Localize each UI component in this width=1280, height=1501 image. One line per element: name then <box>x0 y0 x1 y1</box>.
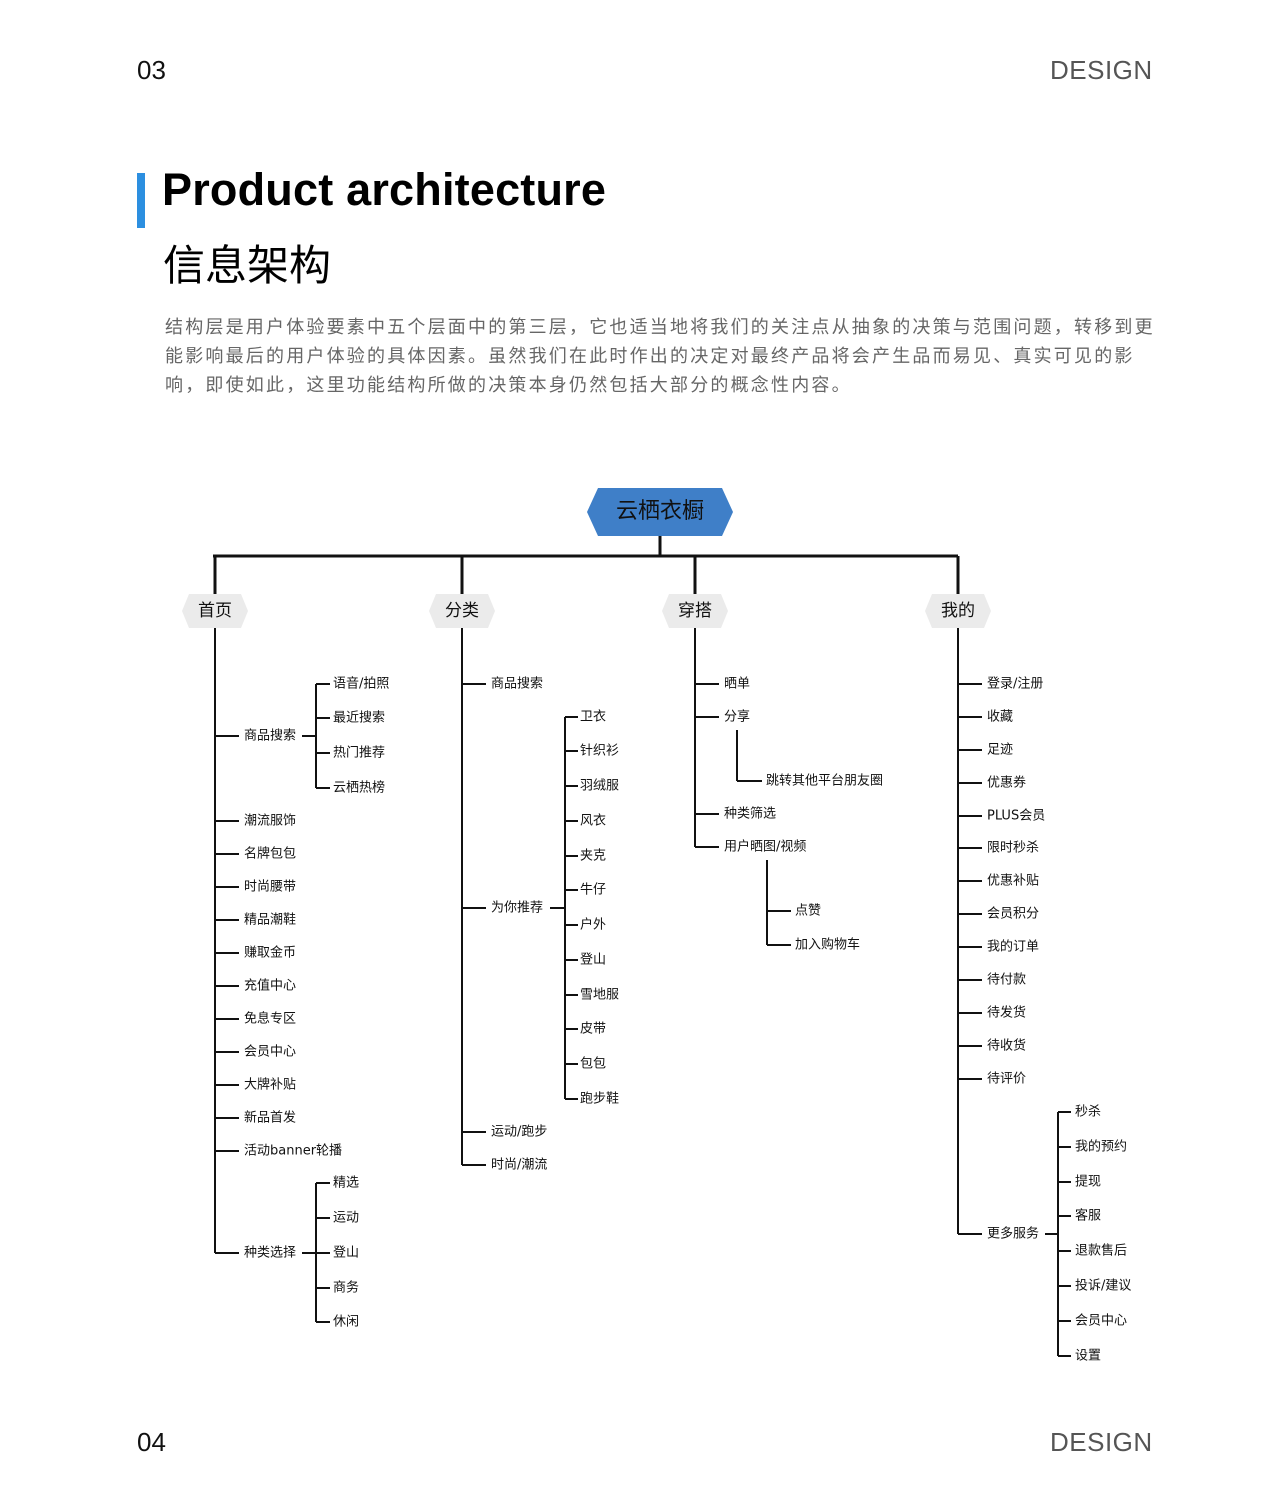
brand-label-bottom: DESIGN <box>1050 1427 1153 1457</box>
tree-node-label: 提现 <box>1075 1174 1101 1190</box>
tree-node-label: 加入购物车 <box>795 937 860 953</box>
section-title-en: Product architecture <box>162 164 607 215</box>
tree-node-label: 风衣 <box>580 813 606 829</box>
tree-node-label: 潮流服饰 <box>244 814 296 829</box>
tree-node-label: 我的订单 <box>987 939 1039 955</box>
tab-node-label: 分类 <box>445 601 479 621</box>
tree-node-label: 会员中心 <box>244 1045 296 1060</box>
tree-node-label: 牛仔 <box>580 883 606 898</box>
tree-node-label: PLUS会员 <box>987 809 1045 824</box>
tree-node-label: 用户晒图/视频 <box>724 839 806 855</box>
tree-node-label: 卫衣 <box>580 709 606 725</box>
tree-node-label: 待评价 <box>987 1072 1026 1087</box>
root-node-label: 云栖衣橱 <box>616 499 704 524</box>
tree-node-label: 跑步鞋 <box>580 1091 619 1107</box>
tree-node-label: 热门推荐 <box>333 746 385 761</box>
root-node <box>587 488 733 536</box>
tree-node-label: 免息专区 <box>244 1011 296 1027</box>
tree-node-label: 会员积分 <box>987 907 1039 922</box>
tree-node-label: 待收货 <box>987 1038 1026 1054</box>
tree-node-label: 种类选择 <box>244 1246 296 1261</box>
tree-node-label: 跳转其他平台朋友圈 <box>766 773 883 789</box>
page-number-bottom: 04 <box>137 1427 166 1457</box>
tree-node-label: 投诉/建议 <box>1075 1278 1131 1294</box>
tree-node-label: 待付款 <box>987 973 1026 988</box>
tree-node-label: 休闲 <box>333 1315 359 1330</box>
tree-node-label: 时尚/潮流 <box>491 1158 547 1173</box>
tree-node-label: 包包 <box>580 1057 606 1072</box>
tree-node-label: 最近搜索 <box>333 711 385 726</box>
tree-node-label: 更多服务 <box>987 1226 1039 1242</box>
tree-node-label: 优惠补贴 <box>987 874 1039 889</box>
tree-node-label: 针织衫 <box>580 744 619 759</box>
tree-node-label: 夹克 <box>580 849 606 864</box>
section-title-cn: 信息架构 <box>163 241 332 290</box>
title-accent-bar <box>137 173 145 228</box>
tree-node-label: 活动banner轮播 <box>244 1144 342 1159</box>
page-number-top: 03 <box>137 55 166 85</box>
tree-node-label: 登录/注册 <box>987 677 1043 692</box>
tree-node-label: 会员中心 <box>1075 1314 1127 1329</box>
tree-node-label: 足迹 <box>987 743 1013 758</box>
tree-node-label: 为你推荐 <box>491 901 543 916</box>
tree-node-label: 运动 <box>333 1211 359 1226</box>
tree-node-label: 精选 <box>333 1176 359 1191</box>
tree-node-label: 雪地服 <box>580 988 619 1003</box>
tree-node-label: 运动/跑步 <box>491 1125 547 1140</box>
tree-node-label: 登山 <box>580 953 606 968</box>
tree-node-label: 时尚腰带 <box>244 880 296 895</box>
intro-paragraph: 结构层是用户体验要素中五个层面中的第三层，它也适当地将我们的关注点从抽象的决策与… <box>165 317 1155 396</box>
tree-node-label: 充值中心 <box>244 978 296 994</box>
tree-node-label: 商品搜索 <box>491 677 543 692</box>
tree-node-label: 收藏 <box>987 710 1013 725</box>
tree-node-label: 新品首发 <box>244 1110 296 1126</box>
brand-label-top: DESIGN <box>1050 55 1153 85</box>
tree-node-label: 商务 <box>333 1280 359 1296</box>
tree-node-label: 羽绒服 <box>580 779 619 794</box>
tab-node-label: 穿搭 <box>678 601 712 621</box>
tree-node-label: 大牌补贴 <box>244 1077 296 1093</box>
tree-node-label: 种类筛选 <box>724 807 776 822</box>
tab-node <box>662 594 728 628</box>
tree-node-label: 商品搜索 <box>244 729 296 744</box>
tab-node <box>429 594 495 628</box>
tab-node <box>925 594 991 628</box>
tree-node-label: 客服 <box>1075 1208 1101 1224</box>
tree-node-label: 退款售后 <box>1075 1243 1127 1259</box>
tree-node-label: 分享 <box>724 709 750 725</box>
tab-node-label: 我的 <box>941 601 975 621</box>
tree-node-label: 优惠券 <box>987 775 1026 791</box>
tab-node-label: 首页 <box>198 601 232 621</box>
tree-node-label: 名牌包包 <box>244 846 296 862</box>
tree-node-label: 登山 <box>333 1246 359 1261</box>
tree-node-label: 我的预约 <box>1075 1139 1127 1155</box>
tree-node-label: 语音/拍照 <box>333 676 389 692</box>
tree-node-label: 精品潮鞋 <box>244 912 296 928</box>
tree-node-label: 待发货 <box>987 1005 1026 1021</box>
tree-node-label: 晒单 <box>724 677 750 692</box>
tree-node-label: 点赞 <box>795 904 821 919</box>
tab-node <box>182 594 248 628</box>
tree-node-label: 皮带 <box>580 1022 606 1037</box>
tree-node-label: 户外 <box>580 917 606 933</box>
tree-node-label: 设置 <box>1075 1349 1101 1364</box>
tree-node-label: 秒杀 <box>1075 1105 1101 1120</box>
tree-node-label: 限时秒杀 <box>987 841 1039 856</box>
tree-node-label: 云栖热榜 <box>333 780 385 796</box>
tree-node-label: 赚取金币 <box>244 945 296 961</box>
